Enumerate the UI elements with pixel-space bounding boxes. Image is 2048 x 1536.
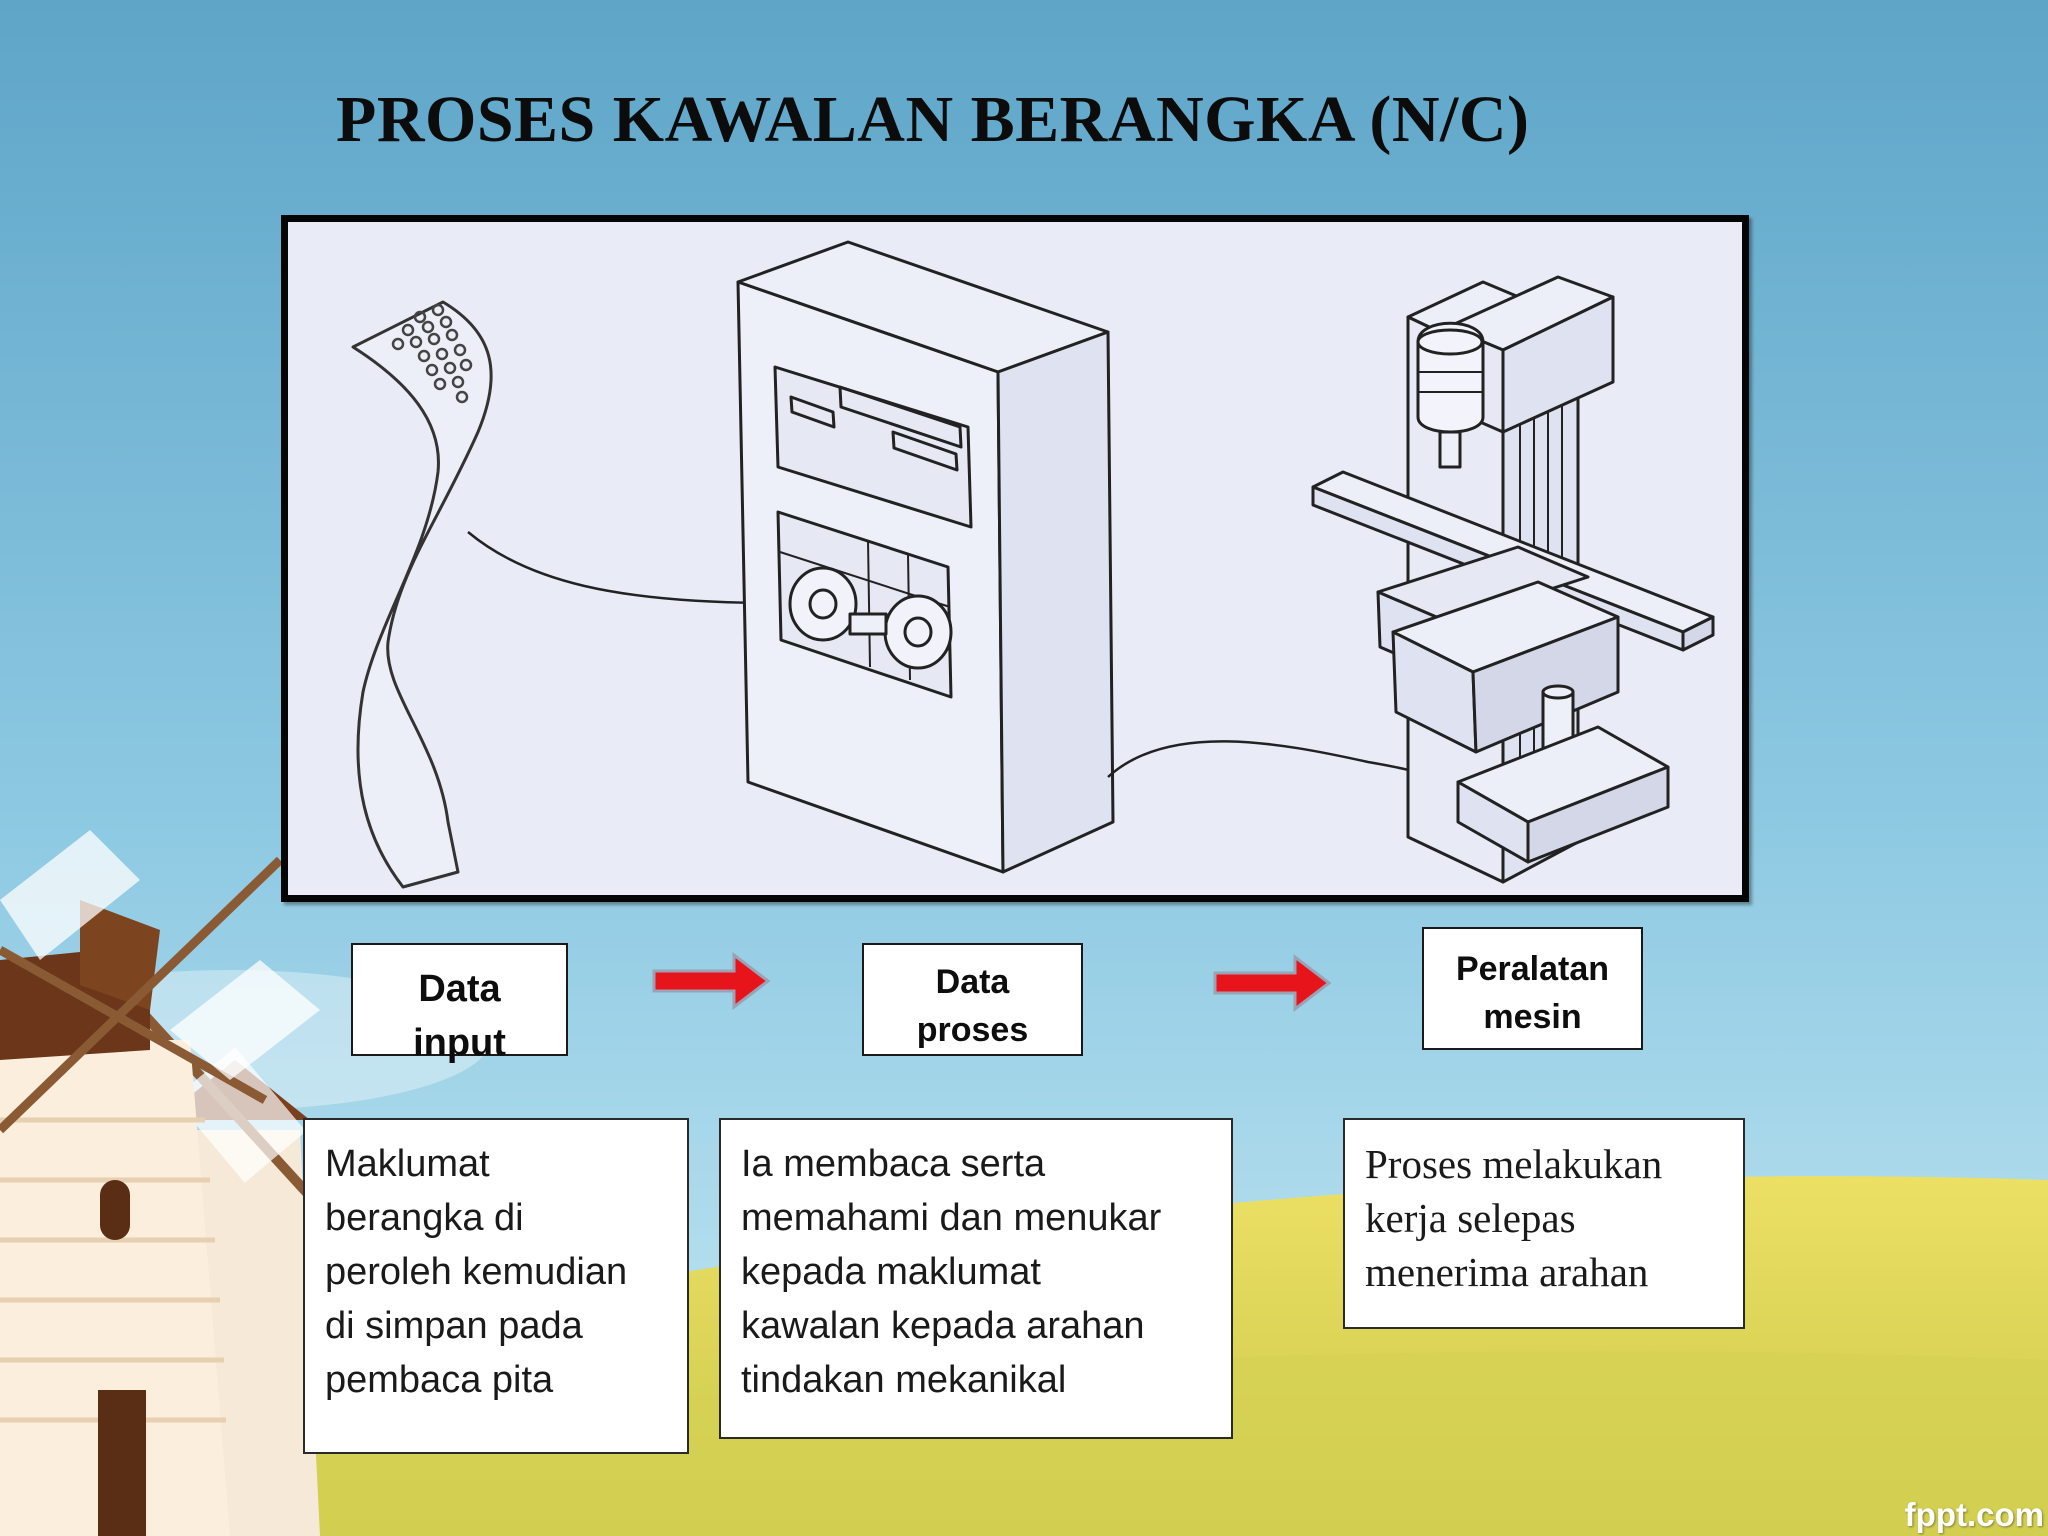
description-line: Ia membaca serta — [741, 1143, 1046, 1185]
description-line: berangka di — [325, 1197, 524, 1239]
description-data-input: Maklumat berangka di peroleh kemudian di… — [303, 1118, 689, 1454]
description-line: di simpan pada — [325, 1305, 583, 1347]
step-data-input-line1: Data — [418, 968, 501, 1010]
description-line: kawalan kepada arahan — [741, 1305, 1145, 1347]
right-arrow-icon — [652, 951, 771, 1011]
step-data-proses: Data proses — [862, 943, 1083, 1056]
step-peralatan-mesin: Peralatan mesin — [1422, 927, 1643, 1050]
description-line: pembaca pita — [325, 1359, 554, 1401]
description-line: tindakan mekanikal — [741, 1359, 1067, 1401]
watermark-logo: fppt.com — [1904, 1496, 2044, 1533]
milling-machine-icon — [1311, 275, 1715, 884]
description-line: kepada maklumat — [741, 1251, 1041, 1293]
step-data-input-line2: input — [413, 1022, 506, 1064]
description-line: Maklumat — [325, 1143, 490, 1185]
right-arrow-icon — [1213, 953, 1332, 1013]
step-data-proses-line2: proses — [916, 1011, 1029, 1049]
controller-cabinet-icon — [736, 240, 1115, 874]
step-data-proses-line1: Data — [935, 963, 1010, 1001]
description-line: menerima arahan — [1365, 1249, 1649, 1295]
slide-title: PROSES KAWALAN BERANGKA (N/C) — [336, 83, 1530, 156]
description-data-proses: Ia membaca serta memahami dan menukar ke… — [719, 1118, 1233, 1439]
description-line: peroleh kemudian — [325, 1251, 628, 1293]
description-peralatan-mesin: Proses melakukan kerja selepas menerima … — [1343, 1118, 1745, 1329]
description-line: memahami dan menukar — [741, 1197, 1162, 1239]
nc-diagram-figure — [281, 215, 1749, 902]
step-peralatan-mesin-line1: Peralatan — [1455, 950, 1610, 988]
step-data-input: Data input — [351, 943, 568, 1064]
description-line: kerja selepas — [1365, 1195, 1576, 1241]
windmill-front-icon — [0, 830, 320, 1536]
step-peralatan-mesin-line2: mesin — [1483, 998, 1582, 1036]
punched-tape-icon — [351, 300, 493, 889]
description-line: Proses melakukan — [1365, 1141, 1663, 1187]
